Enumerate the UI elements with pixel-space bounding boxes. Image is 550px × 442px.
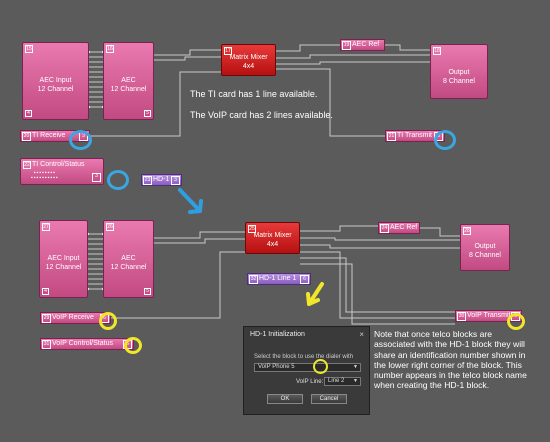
chevron-down-icon: ▼: [353, 364, 358, 370]
blue-arrow: [178, 188, 203, 214]
telco-association-note: Note that once telco blocks are associat…: [374, 329, 527, 391]
ti-card-note: The TI card has 1 line available.: [190, 89, 318, 99]
voip-line-select[interactable]: Line 2 ▼: [324, 377, 361, 386]
ti-receive-label: TI Receive: [32, 132, 66, 139]
cancel-button[interactable]: Cancel: [311, 394, 347, 404]
voip-transmit-label: VoIP Transmit: [467, 312, 511, 319]
block-select-value: VoIP Phone 5: [258, 364, 295, 370]
voip-control-label: VoIP Control/Status: [52, 340, 113, 347]
voip-receive-label: VoIP Receive: [52, 314, 94, 321]
output-block-top[interactable]: 18 Output 8 Channel: [430, 44, 488, 99]
aec-ref-block-bottom[interactable]: 24 AEC Ref: [378, 222, 420, 234]
highlight-ring-ti-control: [107, 170, 129, 190]
matrix-mixer-block-top[interactable]: 17 Matrix Mixer 4x4: [221, 44, 276, 76]
voip-line-value: Line 2: [328, 378, 345, 384]
close-icon[interactable]: ×: [359, 330, 364, 339]
aec-block-bottom[interactable]: 26 AEC 12 Channel 5: [103, 220, 154, 298]
hd1-label: HD-1: [153, 176, 170, 183]
output-block-bottom[interactable]: 28 Output 8 Channel: [460, 224, 510, 271]
ok-button[interactable]: OK: [267, 394, 303, 404]
aec-ref-label: AEC Ref: [390, 224, 418, 231]
block-select[interactable]: VoIP Phone 5 ▼: [254, 363, 361, 372]
hd1-line1-block[interactable]: 32 HD-1 Line 1 6: [247, 273, 311, 285]
aec-ref-block-top[interactable]: 19 AEC Ref: [340, 39, 385, 51]
matrix-mixer-block-bottom[interactable]: 25 Matrix Mixer 4x4: [245, 222, 300, 254]
aec-block-top[interactable]: 16 AEC 12 Channel 5: [103, 42, 154, 120]
voip-card-note: The VoIP card has 2 lines available.: [190, 110, 333, 120]
highlight-ring-dialog-select: [313, 359, 328, 374]
highlight-ring-voip-receive: [99, 312, 117, 330]
hd1-initialization-dialog[interactable]: HD-1 Initialization × Select the block t…: [243, 326, 370, 415]
highlight-ring-voip-transmit: [507, 313, 525, 330]
voip-control-status-block[interactable]: 31 VoIP Control/Status 6: [40, 338, 134, 350]
hd1-block[interactable]: 23 HD-1 3: [141, 174, 182, 186]
dialog-instruction: Select the block to use the dialer with: [254, 354, 354, 360]
hd1-line-label: HD-1 Line 1: [259, 275, 297, 282]
yellow-arrow: [306, 282, 324, 306]
aec-input-block-bottom[interactable]: 27 AEC Input 12 Channel 4: [39, 220, 88, 298]
ti-transmit-label: TI Transmit: [397, 132, 433, 139]
ti-control-label: TI Control/Status: [32, 161, 85, 168]
aec-input-block-top[interactable]: 15 AEC Input 12 Channel 4: [22, 42, 89, 120]
voip-line-label: VoIP Line:: [296, 379, 324, 385]
dialog-title: HD-1 Initialization: [250, 331, 305, 338]
control-pin-rows: ▪▪▪▪▪▪▪▪▪▪▪▪▪▪▪▪▪▪: [31, 170, 59, 181]
highlight-ring-ti-receive: [69, 130, 92, 150]
ti-control-status-block[interactable]: 22 TI Control/Status ▪▪▪▪▪▪▪▪▪▪▪▪▪▪▪▪▪▪ …: [20, 158, 104, 185]
chevron-down-icon: ▼: [353, 378, 358, 384]
highlight-ring-voip-control: [124, 337, 142, 354]
highlight-ring-ti-transmit: [434, 130, 456, 150]
aec-ref-label: AEC Ref: [352, 41, 380, 48]
